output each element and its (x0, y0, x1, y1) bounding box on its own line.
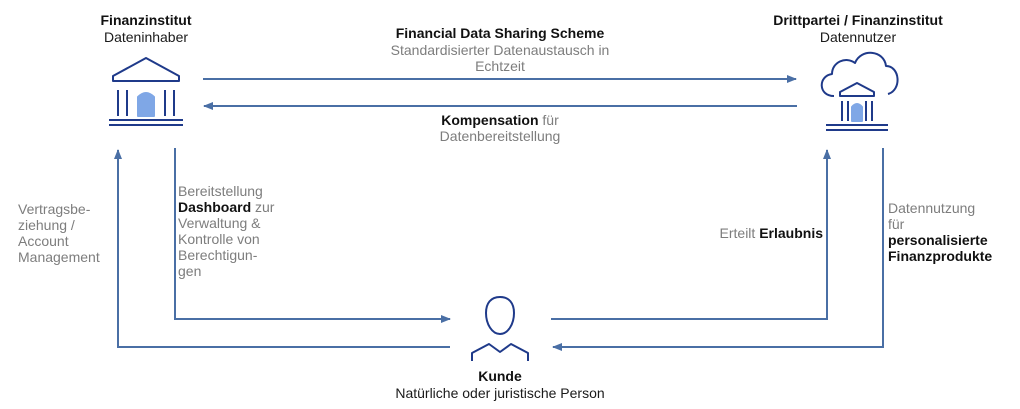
dashboard-line6: gen (178, 263, 202, 279)
dashboard-rest: zur (251, 199, 275, 215)
contract-line4: Management (18, 249, 100, 265)
dashboard-line1: Bereitstellung (178, 183, 263, 199)
data-user-subtitle: Datennutzer (819, 29, 897, 45)
compensation-label: Kompensation für (350, 112, 650, 129)
dashboard-line4: Kontrolle von (178, 231, 260, 247)
scheme-description-line2: Echtzeit (475, 58, 525, 74)
dashboard-line5: Berechtigun- (178, 247, 258, 263)
usage-line2: für (888, 216, 905, 232)
usage-arrow (552, 148, 884, 351)
contract-arrow (114, 149, 450, 348)
permission-label: Erteilt Erlaubnis (720, 225, 823, 242)
person-icon (471, 296, 529, 361)
usage-line1: Datennutzung (888, 200, 976, 216)
dashboard-bold: Dashboard (178, 199, 252, 215)
compensation-line2: Datenbereitstellung (439, 128, 561, 144)
permission-arrow (551, 149, 831, 320)
contract-line1: Vertragsbe- (18, 201, 91, 217)
dashboard-line2: Dashboard zur (178, 199, 274, 216)
scheme-description-line1: Standardisierter Datenaustausch in (390, 42, 610, 58)
permission-prefix: Erteilt (719, 225, 760, 241)
usage-bold1: personalisierte (888, 232, 988, 248)
cloud-bank-icon (820, 51, 899, 131)
data-user-title: Drittpartei / Finanzinstitut (773, 12, 943, 28)
compensation-rest: für (538, 112, 559, 128)
bank-icon (109, 57, 183, 126)
customer-title: Kunde (478, 368, 522, 384)
data-holder-subtitle: Dateninhaber (103, 29, 189, 45)
customer-subtitle: Natürliche oder juristische Person (395, 385, 605, 401)
usage-bold2: Finanzprodukte (888, 248, 993, 264)
compensation-bold: Kompensation (441, 112, 539, 128)
data-holder-title: Finanzinstitut (100, 12, 192, 28)
dashboard-arrow (174, 148, 451, 323)
scheme-title: Financial Data Sharing Scheme (395, 25, 605, 41)
contract-line2: ziehung / (18, 217, 75, 233)
dashboard-line3: Verwaltung & (178, 215, 261, 231)
permission-bold: Erlaubnis (759, 225, 823, 241)
contract-line3: Account (18, 233, 69, 249)
